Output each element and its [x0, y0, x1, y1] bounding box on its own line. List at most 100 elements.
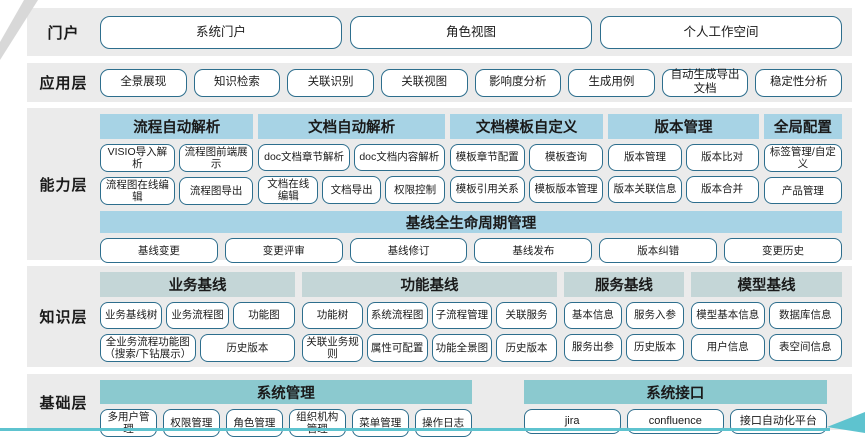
- group-header: 功能基线: [302, 272, 557, 297]
- group-header: 业务基线: [100, 272, 296, 297]
- group-baseline-lifecycle: 基线全生命周期管理 基线变更变更评审基线修订基线发布版本纠错变更历史: [100, 211, 842, 264]
- foundation-node: 多用户管理: [100, 409, 157, 437]
- group-header: 流程自动解析: [100, 114, 254, 139]
- knowledge-node: 关联服务: [496, 302, 557, 329]
- layer-band-application: 应用层 全景展现知识检索关联识别关联视图影响度分析生成用例自动生成导出文档稳定性…: [27, 63, 852, 102]
- group-doc-template-custom: 文档模板自定义 模板章节配置模板查询 模板引用关系模板版本管理: [449, 114, 604, 205]
- capability-node: 标签管理/自定义: [763, 144, 843, 173]
- capability-node: 变更评审: [224, 238, 343, 264]
- group-header: 全局配置: [763, 114, 843, 139]
- knowledge-node: 全业务流程功能图（搜索/下钻展示）: [100, 334, 196, 363]
- portal-node: 个人工作空间: [600, 15, 842, 49]
- capability-node: VISIO导入解析: [100, 144, 175, 173]
- group-row: 产品管理: [763, 177, 843, 205]
- knowledge-node: 业务基线树: [100, 302, 163, 329]
- application-node: 知识检索: [193, 68, 281, 97]
- application-node: 稳定性分析: [755, 68, 842, 97]
- knowledge-node: 历史版本: [496, 334, 557, 363]
- group-header: 基线全生命周期管理: [100, 211, 842, 234]
- group-row: 用户信息表空间信息: [691, 334, 843, 361]
- knowledge-node: 功能全景图: [431, 334, 493, 363]
- group-row: VISIO导入解析流程图前端展示: [100, 144, 254, 173]
- capability-node: 产品管理: [763, 177, 843, 205]
- application-node: 影响度分析: [474, 68, 562, 97]
- capability-node: 流程图导出: [178, 177, 254, 206]
- group-row: 关联业务规则属性可配置功能全景图历史版本: [302, 334, 557, 363]
- group-header: 系统接口: [523, 380, 827, 404]
- capability-node: 基线发布: [474, 238, 593, 264]
- knowledge-node: 子流程管理: [431, 302, 493, 329]
- group-header: 模型基线: [691, 272, 843, 297]
- group-version-management: 版本管理 版本管理版本比对 版本关联信息版本合并: [608, 114, 759, 205]
- portal-node: 系统门户: [100, 15, 342, 49]
- knowledge-node: 历史版本: [199, 334, 296, 363]
- foundation-node: confluence: [626, 409, 724, 434]
- group-row: 流程图在线编辑流程图导出: [100, 177, 254, 206]
- knowledge-groups: 业务基线 业务基线树业务流程图功能图 全业务流程功能图（搜索/下钻展示）历史版本…: [100, 272, 843, 363]
- foundation-groups: 系统管理 多用户管理权限管理角色管理组织机构管理菜单管理操作日志 系统接口 ji…: [100, 380, 842, 437]
- capability-node: 版本纠错: [599, 238, 718, 264]
- portal-nodes: 系统门户角色视图个人工作空间: [100, 8, 852, 56]
- group-header: 文档模板自定义: [449, 114, 604, 139]
- capability-node: 文档在线编辑: [258, 176, 318, 205]
- group-row: 基本信息服务入参: [563, 302, 685, 329]
- capability-node: 基线变更: [100, 238, 218, 264]
- capability-node: 模板章节配置: [449, 144, 525, 171]
- group-row: 模型基本信息数据库信息: [691, 302, 843, 329]
- application-node: 全景展现: [100, 68, 187, 97]
- group-header: 文档自动解析: [258, 114, 445, 139]
- capability-node: 权限控制: [385, 176, 445, 205]
- group-row: 业务基线树业务流程图功能图: [100, 302, 296, 329]
- group-system-management: 系统管理 多用户管理权限管理角色管理组织机构管理菜单管理操作日志: [100, 380, 472, 437]
- group-header: 系统管理: [100, 380, 472, 404]
- capability-node: 文档导出: [321, 176, 382, 205]
- group-business-baseline: 业务基线 业务基线树业务流程图功能图 全业务流程功能图（搜索/下钻展示）历史版本: [100, 272, 296, 363]
- knowledge-node: 业务流程图: [166, 302, 229, 329]
- foundation-node: jira: [523, 409, 621, 434]
- knowledge-node: 服务入参: [625, 302, 685, 329]
- application-node: 生成用例: [568, 68, 655, 97]
- layer-band-knowledge: 知识层 业务基线 业务基线树业务流程图功能图 全业务流程功能图（搜索/下钻展示）…: [27, 266, 852, 367]
- layer-band-capability: 能力层 流程自动解析 VISIO导入解析流程图前端展示 流程图在线编辑流程图导出…: [27, 108, 852, 264]
- group-row: 版本管理版本比对: [608, 144, 759, 171]
- group-row: 基线变更变更评审基线修订基线发布版本纠错变更历史: [100, 238, 842, 264]
- knowledge-node: 模型基本信息: [691, 302, 765, 329]
- application-node: 自动生成导出文档: [661, 68, 749, 97]
- knowledge-node: 属性可配置: [366, 334, 428, 363]
- group-function-baseline: 功能基线 功能树系统流程图子流程管理关联服务 关联业务规则属性可配置功能全景图历…: [302, 272, 557, 363]
- group-header: 版本管理: [608, 114, 759, 139]
- capability-node: 模板版本管理: [528, 176, 604, 203]
- application-nodes: 全景展现知识检索关联识别关联视图影响度分析生成用例自动生成导出文档稳定性分析: [100, 63, 852, 102]
- group-header: 服务基线: [563, 272, 685, 297]
- capability-node: 版本比对: [685, 144, 759, 171]
- layer-label-capability: 能力层: [39, 176, 88, 194]
- foundation-node: 菜单管理: [351, 409, 409, 437]
- capability-node: 版本管理: [608, 144, 682, 171]
- knowledge-node: 功能树: [302, 302, 363, 329]
- group-global-config: 全局配置 标签管理/自定义 产品管理: [763, 114, 843, 205]
- layer-label-foundation: 基础层: [39, 394, 88, 412]
- group-row: 模板引用关系模板版本管理: [449, 176, 604, 203]
- knowledge-node: 基本信息: [563, 302, 622, 329]
- knowledge-node: 关联业务规则: [302, 334, 363, 363]
- knowledge-node: 表空间信息: [768, 334, 843, 361]
- layer-label-application: 应用层: [39, 75, 88, 92]
- layer-label-portal: 门户: [47, 24, 80, 42]
- group-service-baseline: 服务基线 基本信息服务入参 服务出参历史版本: [563, 272, 685, 361]
- knowledge-node: 系统流程图: [366, 302, 428, 329]
- group-row: 版本关联信息版本合并: [608, 176, 759, 203]
- capability-node: 模板查询: [528, 144, 604, 171]
- knowledge-node: 服务出参: [563, 334, 622, 361]
- foundation-content: 系统管理 多用户管理权限管理角色管理组织机构管理菜单管理操作日志 系统接口 ji…: [100, 374, 852, 437]
- layer-band-portal: 门户 系统门户角色视图个人工作空间: [27, 8, 852, 56]
- layer-label-knowledge: 知识层: [39, 309, 88, 326]
- foundation-node: 接口自动化平台: [729, 409, 827, 434]
- knowledge-node: 历史版本: [625, 334, 685, 361]
- group-row: 服务出参历史版本: [563, 334, 685, 361]
- capability-node: 版本合并: [685, 176, 759, 203]
- foundation-node: 组织机构管理: [288, 409, 346, 437]
